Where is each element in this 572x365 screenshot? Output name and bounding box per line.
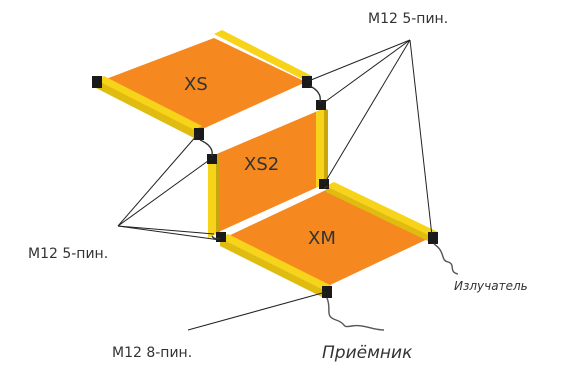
label-connector-bottom: M12 8-пин. (112, 345, 192, 361)
bar-xm-back (326, 182, 438, 236)
connector-xs2-top-right (316, 100, 326, 110)
cable-xs2-to-xm-left (211, 235, 221, 240)
label-connector-top: M12 5-пин. (368, 11, 448, 27)
connector-xs2-top-left (207, 154, 217, 164)
cable-xs-to-xs2-left (199, 139, 213, 157)
zone-label-xs: XS (184, 74, 208, 95)
connector-xs-left (92, 76, 102, 88)
cable-emitter (433, 243, 459, 275)
bar-xs-front (96, 76, 202, 130)
label-emitter: Излучатель (454, 279, 528, 293)
connector-xm-bottom (322, 286, 332, 298)
callout-line-bottom (187, 291, 327, 331)
cable-xs-to-xs2-right (309, 85, 321, 103)
connector-xm-right (428, 232, 438, 244)
bar-xs2-left (208, 156, 216, 238)
connector-xs-front (194, 128, 204, 140)
zone-label-xm: XM (308, 228, 336, 249)
callout-lines-top (305, 39, 433, 237)
bar-xm-front (220, 234, 332, 290)
bar-xs2-right (316, 108, 324, 188)
bar-xs-back (214, 30, 312, 80)
label-receiver: Приёмник (322, 343, 413, 363)
connector-xm-left (216, 232, 226, 242)
cable-xs2-to-xm-right (323, 185, 329, 189)
cable-receiver (326, 297, 385, 331)
callout-lines-left (117, 133, 221, 241)
label-connector-left: M12 5-пин. (28, 246, 108, 262)
field-xs2 (212, 110, 320, 234)
zone-label-xs2: XS2 (244, 154, 279, 175)
